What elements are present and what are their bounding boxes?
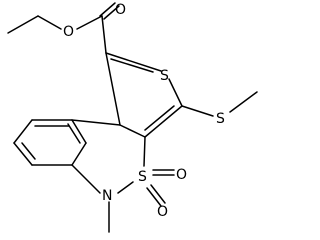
bond-o-carbonyl-c [76, 15, 103, 30]
bond-c3-s-methylthio [181, 105, 214, 117]
methylthio-group [181, 91, 258, 117]
atom-label-s-sulfonyl: S [138, 169, 147, 185]
bond-inner-3 [67, 123, 81, 144]
bond-carbonyl-c-o-double-b [103, 5, 120, 20]
bond-carbonyl-c-ring [101, 15, 107, 54]
atom-label-o-sulfonyl-bottom: O [157, 204, 168, 220]
bond-c8-c7 [13, 142, 33, 166]
bond-c1-s-inner [110, 58, 154, 73]
bond-ethyl-ch3-ch2 [7, 15, 39, 34]
bond-s-n [117, 181, 134, 194]
bond-c6-c5a [71, 142, 87, 166]
thiophene-ring [105, 52, 183, 138]
bond-s-o-bottom-a [150, 184, 166, 204]
bond-c3a-s-sulfonyl [143, 136, 146, 167]
bond-s-c3 [168, 78, 183, 107]
bond-c5a-c9a [71, 119, 87, 144]
bond-s-o-bottom-b [146, 187, 162, 207]
bond-c1-s [105, 52, 162, 72]
atom-label-o-carbonyl: O [115, 2, 126, 18]
sultam-ring [71, 119, 146, 194]
sulfonyl-oxygens [146, 169, 175, 207]
chemical-structure: O O S S S O O N [7, 2, 258, 233]
atom-label-s-methylthio: S [216, 111, 225, 127]
bond-inner-2 [21, 142, 36, 160]
bond-c9-c8 [13, 119, 33, 144]
bond-n-c5a [71, 164, 101, 194]
benzene-ring [13, 119, 87, 166]
atom-label-s-thiophene: S [160, 68, 169, 84]
bond-ethyl-ch2-o [37, 15, 62, 30]
atom-label-n: N [102, 188, 112, 204]
atom-label-o-sulfonyl-right: O [176, 167, 187, 183]
ethyl-ester-group [7, 2, 120, 54]
bond-carbonyl-c-o-double-a [99, 2, 116, 17]
bond-c9b-c1 [105, 52, 121, 126]
bond-c3-c3a [144, 105, 183, 138]
bond-s-methyl [229, 91, 258, 113]
atom-label-o-ether: O [63, 24, 74, 40]
bond-c9a-c9b [71, 119, 121, 126]
bond-c3a-c9b [119, 124, 146, 138]
bond-c3-c3a-inner [144, 105, 175, 131]
